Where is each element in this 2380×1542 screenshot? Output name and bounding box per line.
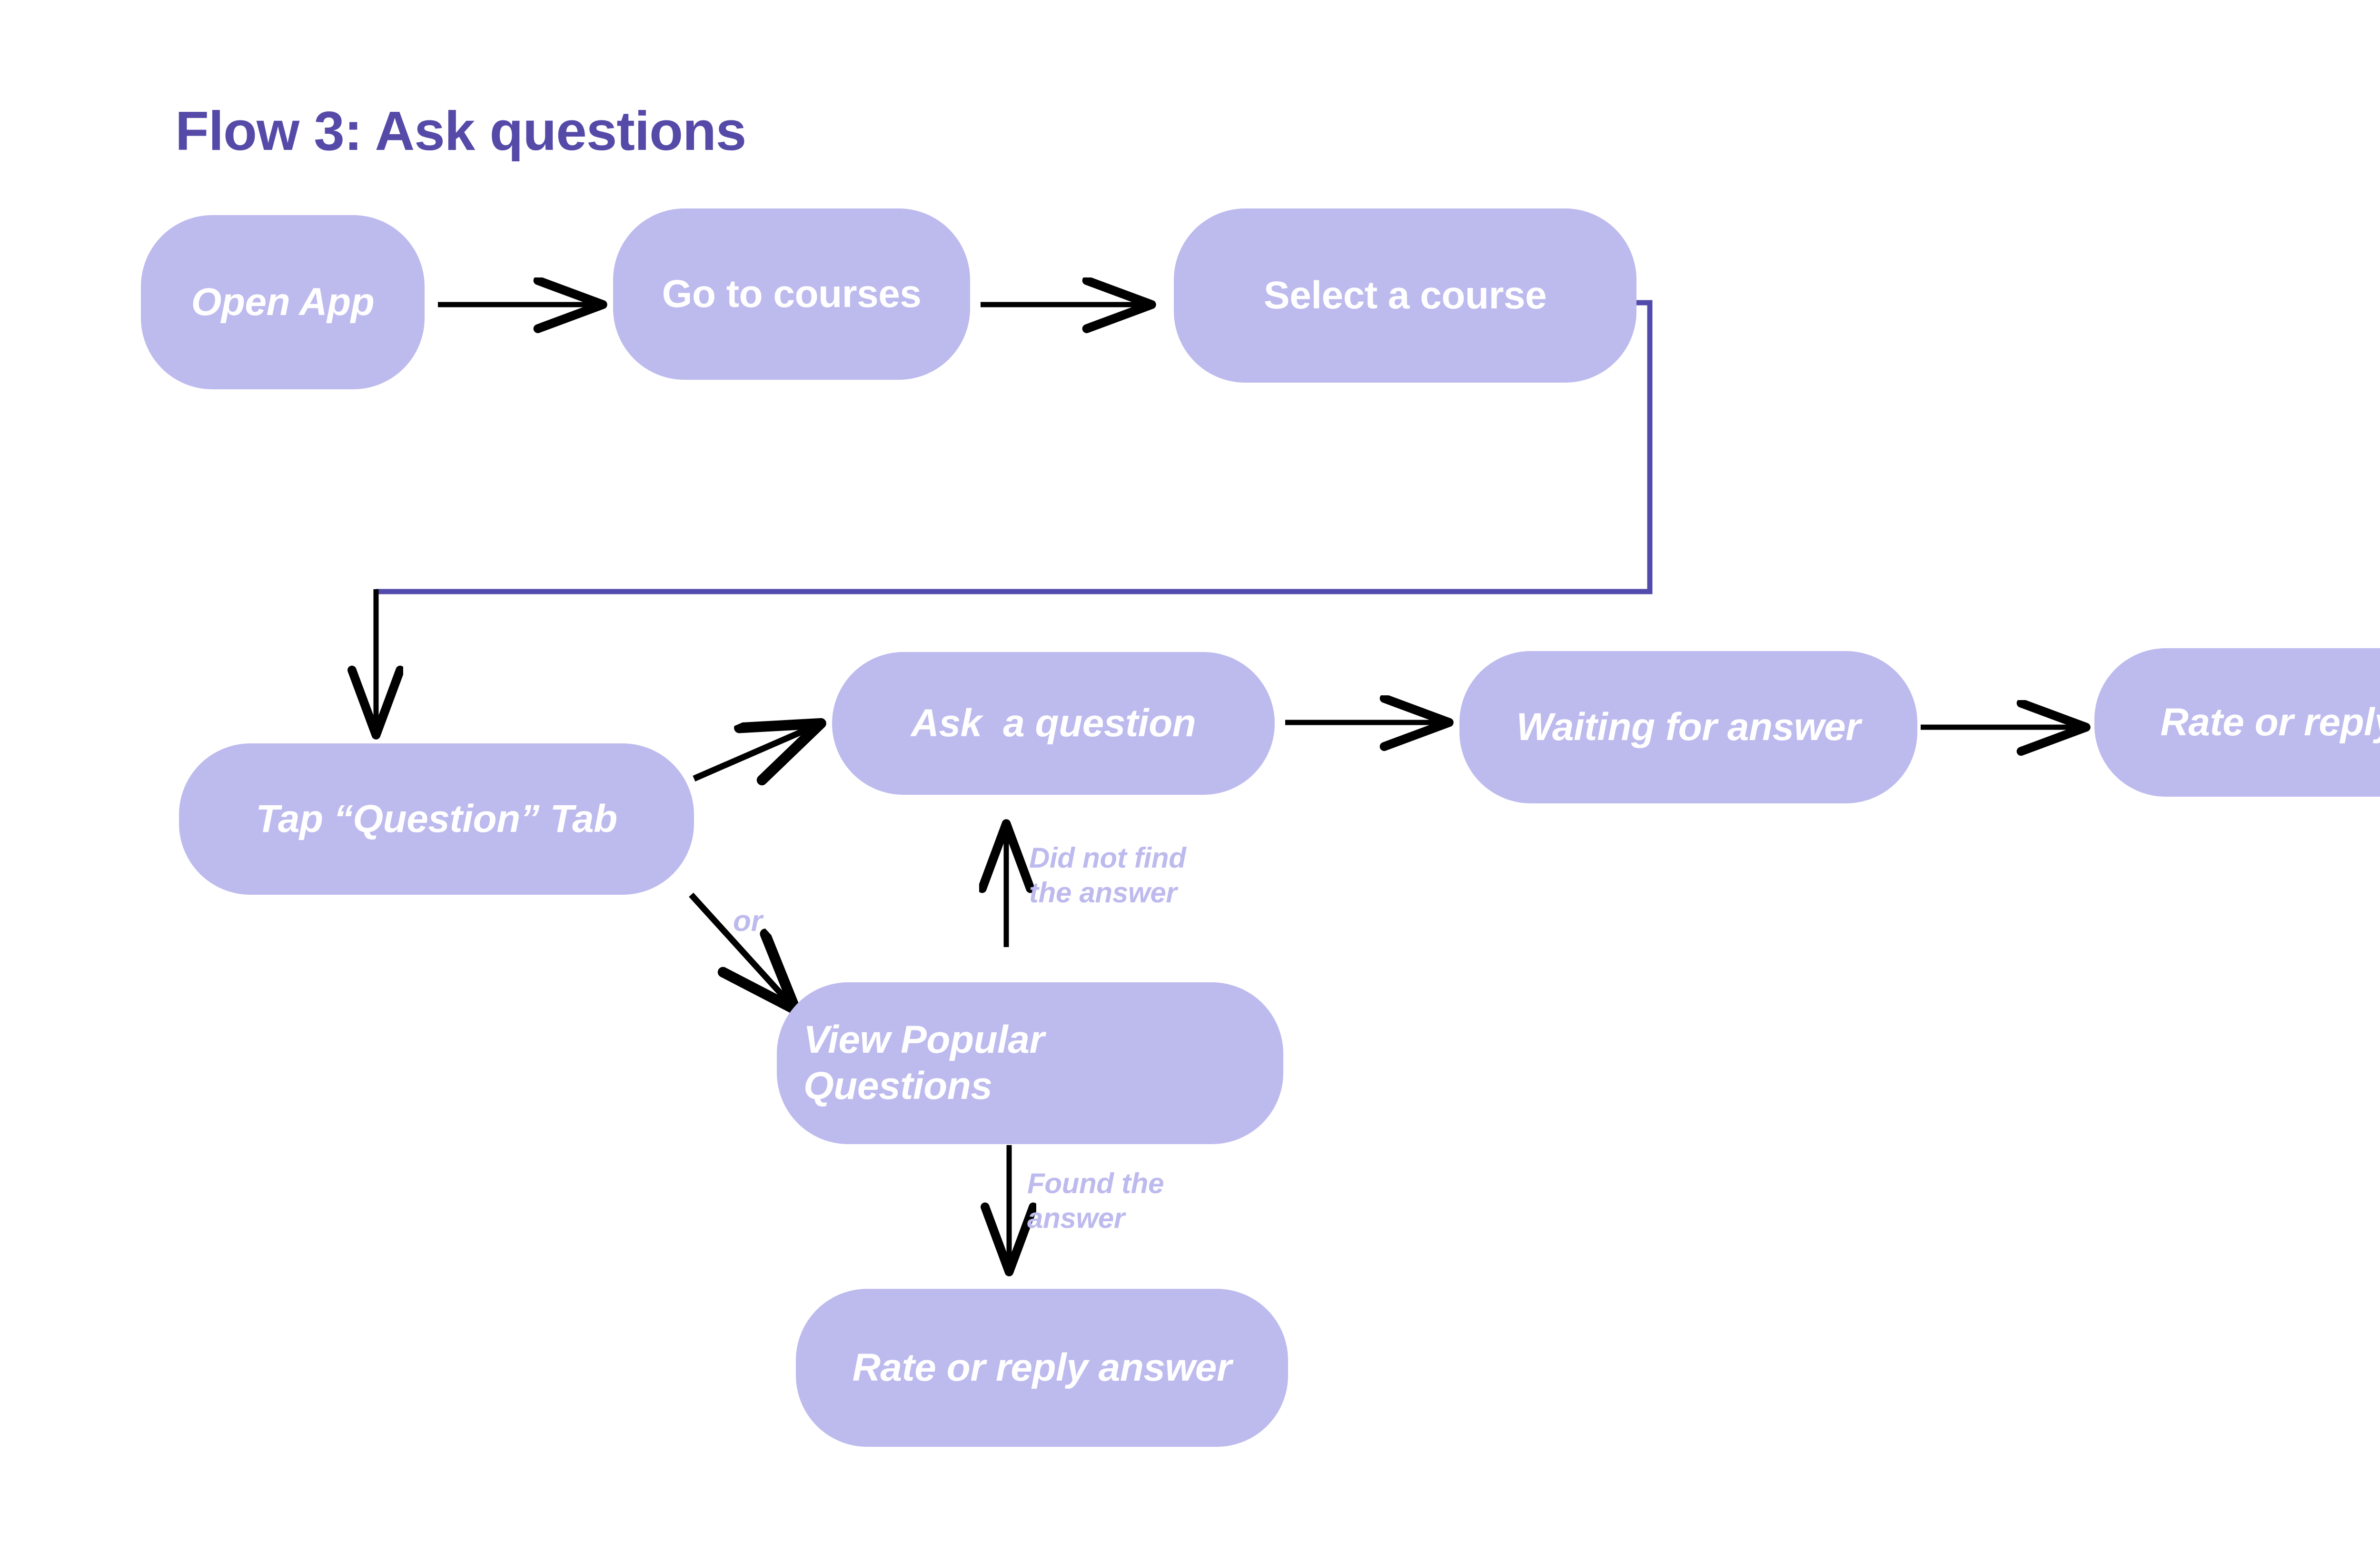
node-ask-a-question-label: Ask a question [911,701,1196,745]
node-ask-a-question[interactable]: Ask a question [832,652,1275,795]
node-open-app-label: Open App [191,280,375,324]
node-view-popular-questions-label: View Popular Questions [803,1018,1044,1107]
node-rate-or-reply-answer-label: Rate or reply answer [2160,700,2380,744]
node-tap-question-tab[interactable]: Tap “Question” Tab [179,743,694,895]
edge-tap-question-tab-to-ask-a-question [693,724,819,779]
page-title: Flow 3: Ask questions [175,100,746,162]
node-rate-or-reply-answer-2-label: Rate or reply answer [852,1345,1232,1389]
node-go-to-courses-label: Go to courses [662,272,922,316]
node-go-to-courses[interactable]: Go to courses [613,208,970,380]
node-tap-question-tab-label: Tap “Question” Tab [256,797,617,840]
edge-label-found-the-answer: Found the answer [1027,1167,1164,1235]
node-select-a-course-label: Select a course [1263,273,1547,317]
node-waiting-for-answer-label: Waiting for answer [1516,705,1861,749]
node-waiting-for-answer[interactable]: Waiting for answer [1459,651,1917,803]
node-view-popular-questions[interactable]: View Popular Questions [777,982,1283,1144]
node-rate-or-reply-answer-2[interactable]: Rate or reply answer [796,1289,1288,1447]
node-rate-or-reply-answer[interactable]: Rate or reply answer [2094,648,2380,797]
edge-label-or: or [733,905,763,938]
edge-label-did-not-find-the-answer: Did not find the answer [1029,842,1186,909]
node-select-a-course[interactable]: Select a course [1174,208,1636,383]
node-open-app[interactable]: Open App [141,215,425,389]
